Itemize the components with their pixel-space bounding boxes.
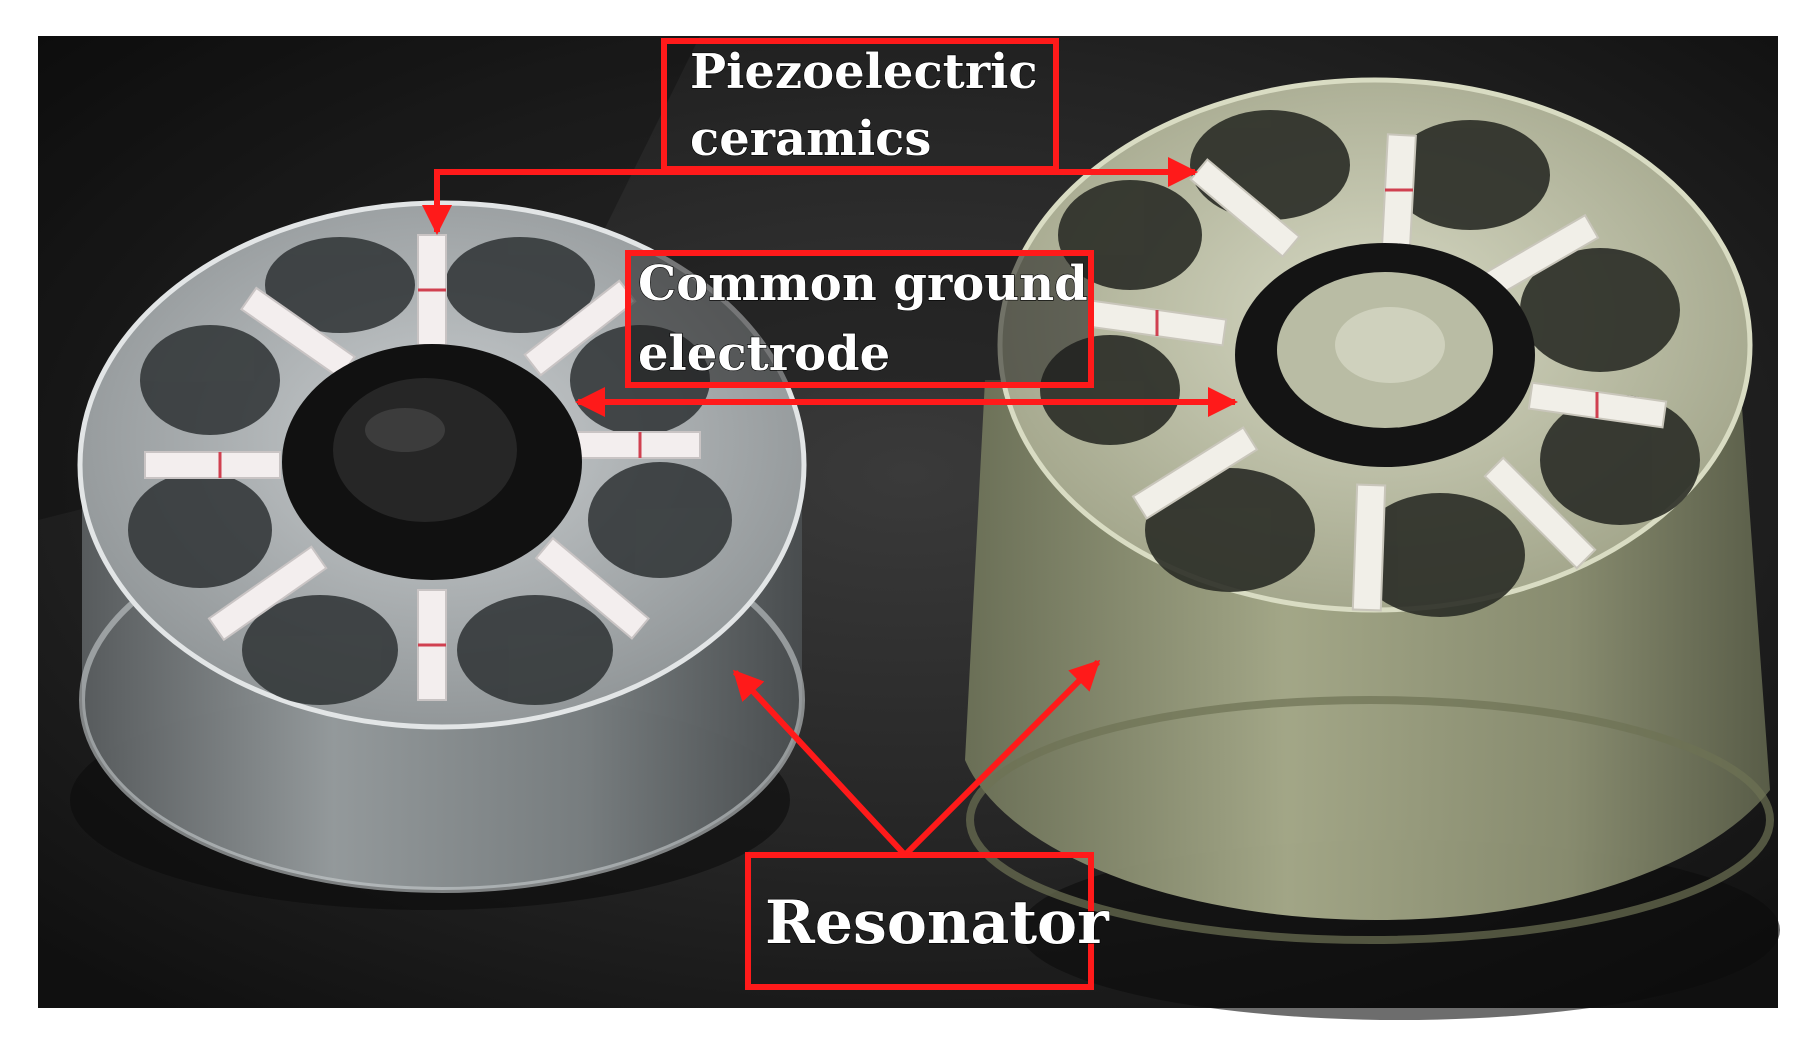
left-electrode-center — [333, 378, 517, 522]
right-resonator — [965, 77, 1780, 1020]
ground-label-line1: Common ground — [638, 256, 1088, 312]
ground-label-line2: electrode — [638, 326, 890, 382]
left-resonator-top-edge — [77, 200, 807, 730]
ground-label-box — [625, 250, 1094, 388]
annotations: Piezoelectric ceramics Common ground ele… — [422, 38, 1238, 990]
resonator-label: Resonator — [765, 888, 1110, 958]
right-resonator-band — [966, 696, 1774, 944]
right-electrode-inner — [1335, 307, 1445, 383]
resonator-arrow-right — [902, 659, 1101, 858]
resonator-label-box — [745, 852, 1094, 990]
resonator-arrow-left — [732, 669, 908, 858]
piezo-label-line2: ceramics — [690, 111, 931, 167]
left-resonator — [70, 200, 807, 910]
right-strip-marks — [1155, 188, 1599, 418]
right-piezo-strips — [1087, 133, 1668, 612]
left-piezo-strips — [144, 234, 701, 701]
left-strip-marks — [218, 288, 642, 647]
left-holes — [128, 237, 732, 705]
ground-label-backing — [631, 256, 1088, 382]
left-electrode-highlight — [365, 408, 445, 452]
piezo-label-line1: Piezoelectric — [690, 44, 1038, 100]
